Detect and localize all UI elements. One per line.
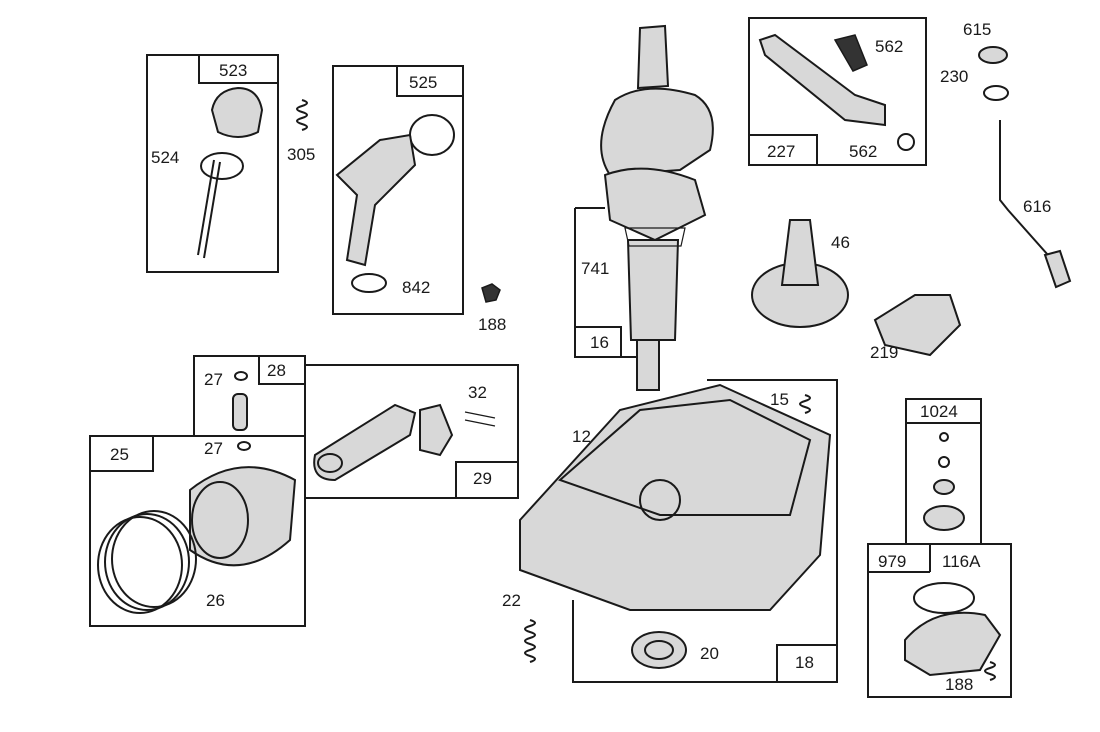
piston-rings-part bbox=[97, 510, 197, 614]
oil-pump-rotor-part bbox=[923, 432, 965, 531]
part-label-20: 20 bbox=[700, 644, 719, 663]
part-label-230: 230 bbox=[940, 67, 968, 86]
crankcase-sump-group: 18 15 12 22 20 bbox=[502, 379, 838, 683]
part-label-28: 28 bbox=[267, 361, 286, 380]
piston-pin-part bbox=[232, 393, 248, 431]
part-label-16: 16 bbox=[590, 333, 609, 352]
part-label-615: 615 bbox=[963, 20, 991, 39]
governor-gear-46-part bbox=[751, 219, 849, 328]
part-label-188-left: 188 bbox=[478, 315, 506, 334]
part-label-32: 32 bbox=[468, 383, 487, 402]
dipstick-assembly-group: 523 524 bbox=[146, 54, 279, 273]
piston-part bbox=[189, 466, 297, 567]
part-label-979: 979 bbox=[878, 552, 906, 571]
part-label-25: 25 bbox=[110, 445, 129, 464]
breather-tube-part bbox=[335, 114, 455, 293]
part-label-523: 523 bbox=[219, 61, 247, 80]
piston-pin-group: 28 27 bbox=[193, 355, 306, 437]
part-label-22: 22 bbox=[502, 591, 521, 610]
connecting-rod-group: 29 32 bbox=[304, 364, 519, 499]
crankshaft-group: 16 741 bbox=[574, 24, 714, 391]
crankcase-sump-part bbox=[519, 383, 832, 611]
connecting-rod-part bbox=[313, 403, 496, 482]
spring-305-part bbox=[296, 99, 308, 131]
part-label-616: 616 bbox=[1023, 197, 1051, 216]
governor-linkage-group: 227 562 562 bbox=[748, 17, 927, 166]
crankshaft-part bbox=[600, 24, 714, 391]
part-label-1024: 1024 bbox=[920, 402, 958, 421]
part-label-525: 525 bbox=[409, 73, 437, 92]
part-label-116A: 116A bbox=[942, 552, 981, 571]
part-label-219: 219 bbox=[870, 343, 898, 362]
part-label-27-top: 27 bbox=[204, 370, 223, 389]
screw-188-part bbox=[481, 283, 501, 303]
part-label-524: 524 bbox=[151, 148, 179, 167]
part-label-562-bottom: 562 bbox=[849, 142, 877, 161]
part-label-227: 227 bbox=[767, 142, 795, 161]
part-label-842: 842 bbox=[402, 278, 430, 297]
part-label-562-top: 562 bbox=[875, 37, 903, 56]
piston-group: 25 27 26 bbox=[89, 435, 306, 627]
breather-tube-group: 525 842 bbox=[332, 65, 464, 315]
oil-pump-group: 1024 979 116A 188 bbox=[867, 398, 1012, 698]
part-label-15: 15 bbox=[770, 390, 789, 409]
bracket-219-part bbox=[873, 294, 962, 357]
part-label-18: 18 bbox=[795, 653, 814, 672]
oil-pump-cover-part bbox=[904, 582, 1002, 681]
seal-20-part bbox=[631, 631, 687, 669]
dipstick-part bbox=[197, 86, 264, 259]
part-label-305: 305 bbox=[287, 145, 315, 164]
spring-22-part bbox=[524, 619, 536, 663]
washer-615-part bbox=[978, 46, 1009, 101]
governor-lever-part bbox=[758, 33, 915, 151]
part-label-27-bottom: 27 bbox=[204, 439, 223, 458]
part-label-29: 29 bbox=[473, 469, 492, 488]
part-label-26: 26 bbox=[206, 591, 225, 610]
part-label-741: 741 bbox=[581, 259, 609, 278]
part-label-188-right: 188 bbox=[945, 675, 973, 694]
part-label-46: 46 bbox=[831, 233, 850, 252]
part-label-12: 12 bbox=[572, 427, 591, 446]
